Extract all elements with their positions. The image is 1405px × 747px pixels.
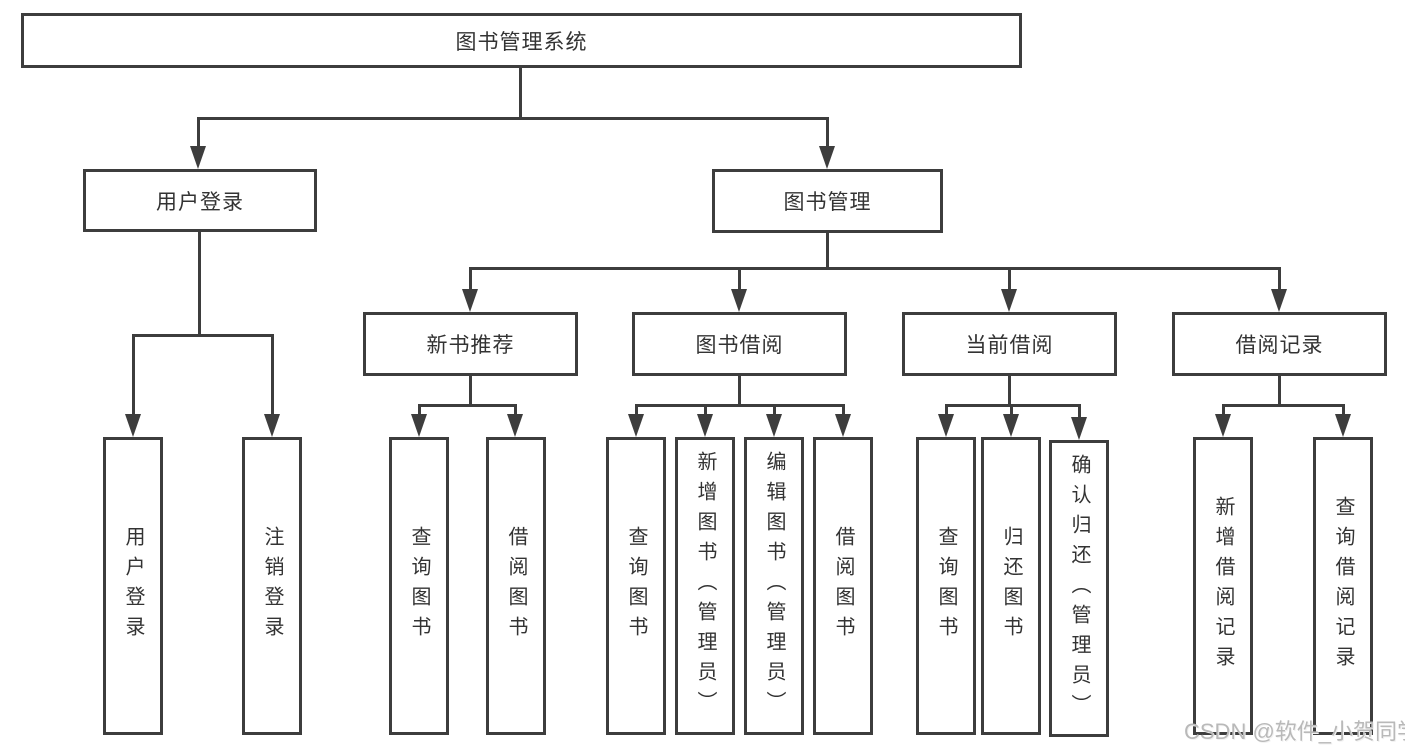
- leaf-user-login: 用户登录: [103, 437, 163, 735]
- connector-current-shaft-3: [1078, 404, 1081, 420]
- connector-root-right-shaft: [826, 117, 829, 150]
- arrowhead-records-add: [1215, 414, 1231, 437]
- connector-mgmt-shaft-4: [1278, 267, 1281, 293]
- node-current-borrow: 当前借阅: [902, 312, 1117, 376]
- connector-mgmt-shaft-2: [738, 267, 741, 293]
- leaf-current-return-books: 归还图书: [981, 437, 1041, 735]
- node-new-book-recommend: 新书推荐: [363, 312, 578, 376]
- leaf-borrow-add-books-admin: 新增图书（管理员）: [675, 437, 735, 735]
- connector-root-hbar: [197, 117, 829, 120]
- connector-login-hbar: [132, 334, 274, 337]
- connector-recommend-shaft-1: [418, 404, 421, 418]
- connector-mgmt-hbar: [469, 267, 1281, 270]
- connector-recommend-hbar: [418, 404, 517, 407]
- arrowhead-recommend-query: [411, 414, 427, 437]
- leaf-borrow-query-books: 查询图书: [606, 437, 666, 735]
- leaf-recommend-borrow-books: 借阅图书: [486, 437, 546, 735]
- connector-records-shaft-2: [1342, 404, 1345, 418]
- connector-current-stem: [1008, 376, 1011, 407]
- connector-records-stem: [1278, 376, 1281, 407]
- connector-borrow-hbar: [635, 404, 844, 407]
- arrowhead-borrow-edit: [766, 414, 782, 437]
- arrowhead-leaf-user-login: [125, 414, 141, 437]
- leaf-logout: 注销登录: [242, 437, 302, 735]
- arrowhead-borrow-borrow: [835, 414, 851, 437]
- leaf-borrow-borrow-books: 借阅图书: [813, 437, 873, 735]
- connector-root-stem: [519, 68, 522, 119]
- leaf-records-add-record: 新增借阅记录: [1193, 437, 1253, 735]
- connector-borrow-shaft-1: [635, 404, 638, 418]
- node-user-login: 用户登录: [83, 169, 317, 232]
- arrowhead-records-query: [1335, 414, 1351, 437]
- leaf-borrow-edit-books-admin: 编辑图书（管理员）: [744, 437, 804, 735]
- watermark: CSDN @软件_小贺同学: [1184, 719, 1405, 744]
- connector-current-shaft-2: [1010, 404, 1013, 418]
- connector-borrow-shaft-4: [842, 404, 845, 418]
- connector-current-shaft-1: [945, 404, 948, 418]
- node-book-borrow: 图书借阅: [632, 312, 847, 376]
- arrowhead-borrow-records: [1271, 289, 1287, 312]
- connector-mgmt-stem: [826, 233, 829, 270]
- connector-login-leaf1-shaft: [132, 334, 135, 418]
- connector-records-shaft-1: [1222, 404, 1225, 418]
- arrowhead-book-borrow: [731, 289, 747, 312]
- connector-borrow-shaft-2: [704, 404, 707, 418]
- connector-recommend-shaft-2: [514, 404, 517, 418]
- connector-recommend-stem: [469, 376, 472, 407]
- connector-login-leaf2-shaft: [271, 334, 274, 418]
- arrowhead-leaf-logout: [264, 414, 280, 437]
- arrowhead-borrow-add: [697, 414, 713, 437]
- node-root: 图书管理系统: [21, 13, 1022, 68]
- leaf-current-confirm-return-admin: 确认归还（管理员）: [1049, 440, 1109, 737]
- connector-root-left-shaft: [197, 117, 200, 150]
- connector-mgmt-shaft-3: [1008, 267, 1011, 293]
- arrowhead-current-confirm: [1071, 417, 1087, 440]
- arrowhead-recommend-borrow: [507, 414, 523, 437]
- connector-login-stem: [198, 232, 201, 336]
- arrowhead-current-return: [1003, 414, 1019, 437]
- arrowhead-borrow-query: [628, 414, 644, 437]
- arrowhead-user-login: [190, 146, 206, 169]
- arrowhead-current-borrow: [1001, 289, 1017, 312]
- connector-borrow-shaft-3: [773, 404, 776, 418]
- arrowhead-new-book-recommend: [462, 289, 478, 312]
- leaf-records-query-record: 查询借阅记录: [1313, 437, 1373, 735]
- connector-borrow-stem: [738, 376, 741, 407]
- arrowhead-current-query: [938, 414, 954, 437]
- node-book-management: 图书管理: [712, 169, 943, 233]
- leaf-recommend-query-books: 查询图书: [389, 437, 449, 735]
- leaf-current-query-books: 查询图书: [916, 437, 976, 735]
- arrowhead-book-management: [819, 146, 835, 169]
- node-borrow-records: 借阅记录: [1172, 312, 1387, 376]
- connector-mgmt-shaft-1: [469, 267, 472, 293]
- connector-records-hbar: [1222, 404, 1344, 407]
